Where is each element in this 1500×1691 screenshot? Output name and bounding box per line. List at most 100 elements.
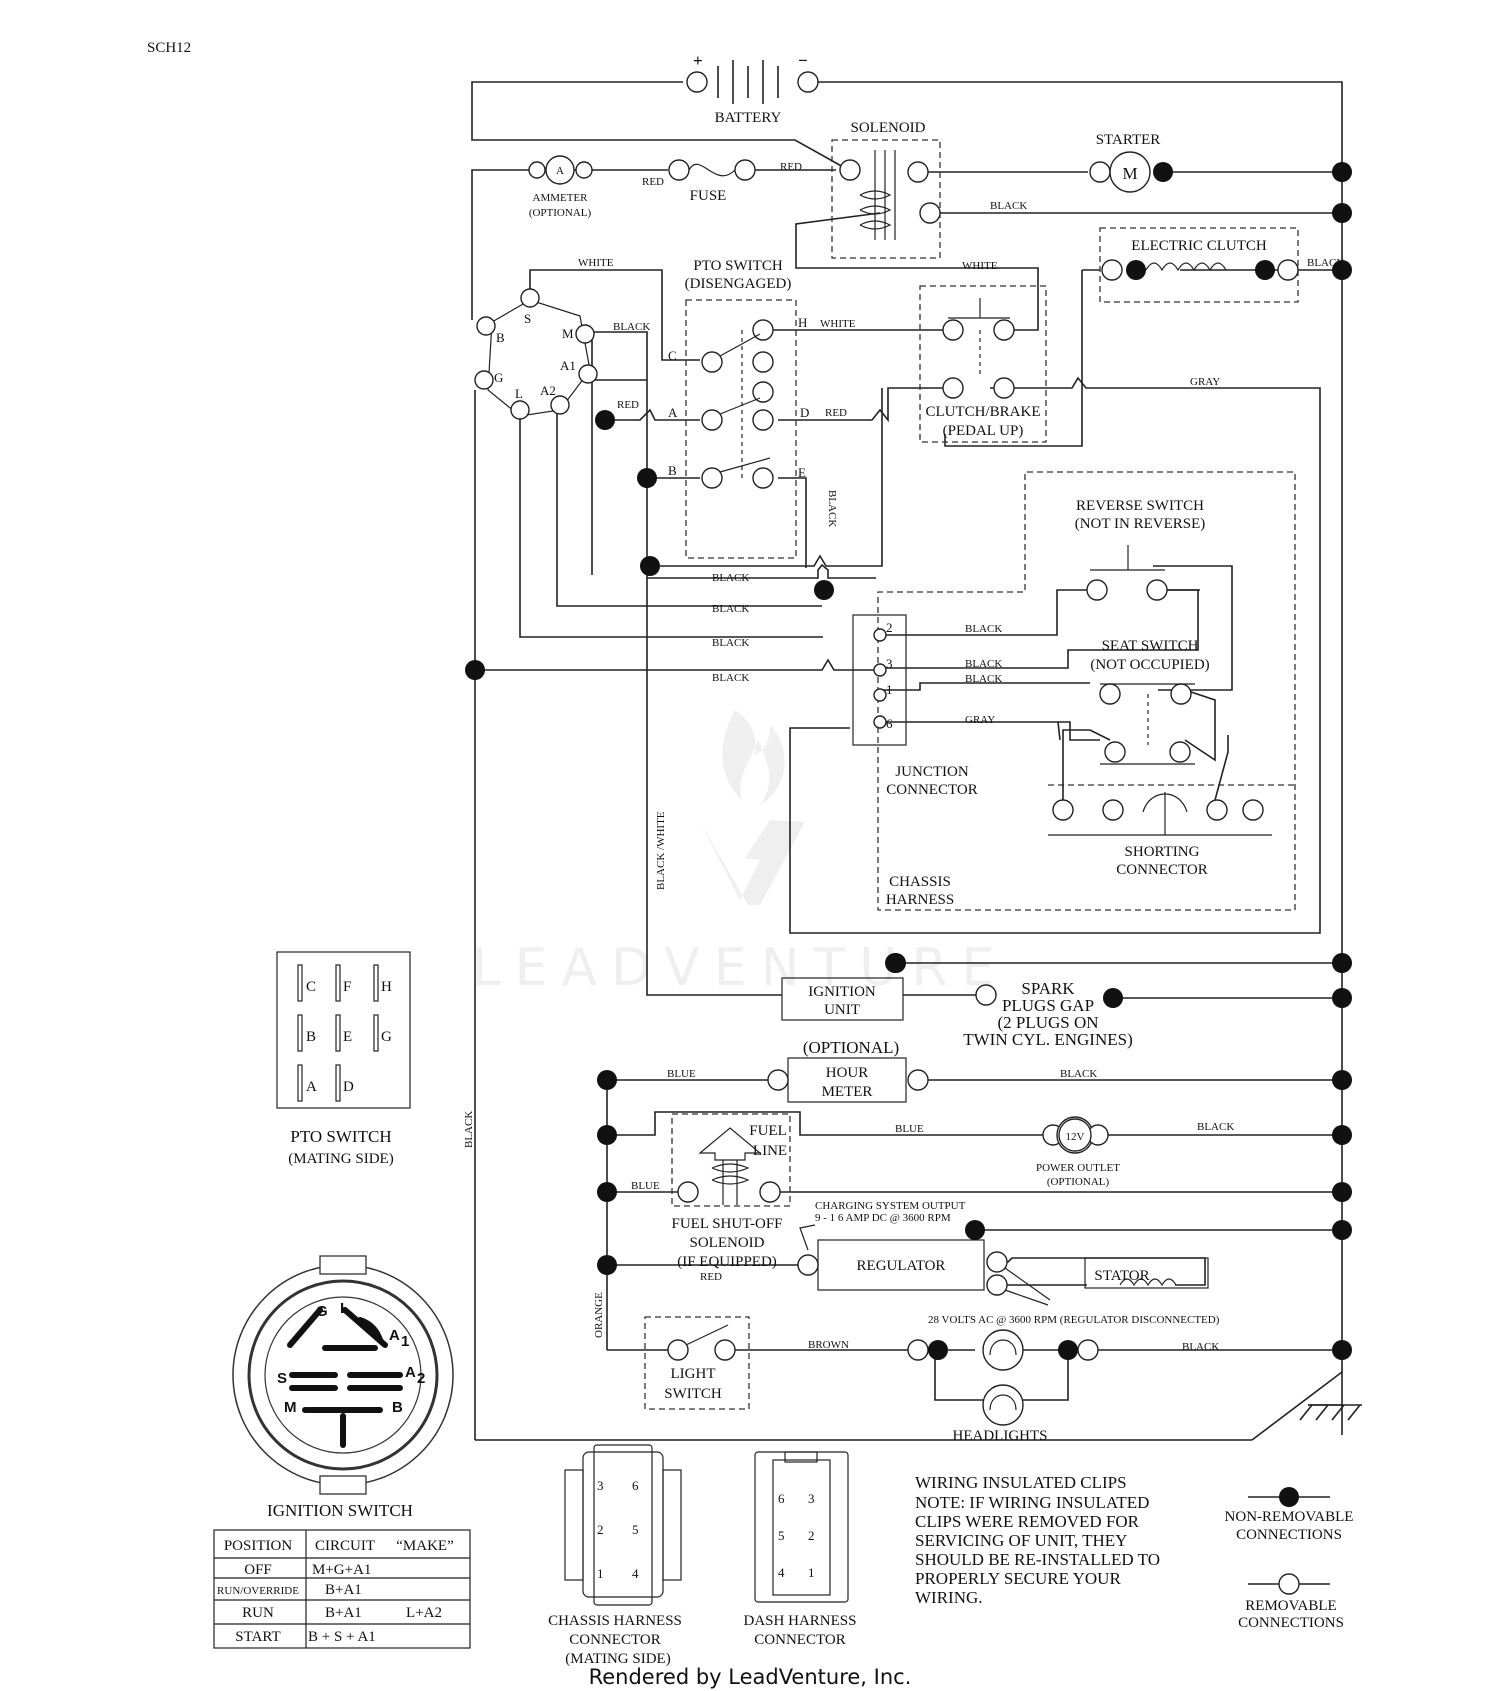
junction-label-2: CONNECTOR [886, 782, 977, 798]
svg-text:E: E [343, 1029, 352, 1045]
light-switch-label-2: SWITCH [664, 1386, 722, 1402]
fuel-shutoff-label-1: FUEL SHUT-OFF [672, 1216, 783, 1232]
wire-labels: RED RED BLACK BLACK WHITE WHITE WHITE BL… [463, 161, 1344, 1353]
svg-text:BLACK: BLACK [463, 1111, 475, 1148]
shorting-label-1: SHORTING [1125, 844, 1200, 860]
svg-text:PROPERLY SECURE YOUR: PROPERLY SECURE YOUR [915, 1569, 1121, 1588]
svg-text:BLACK: BLACK [712, 637, 749, 649]
power-outlet-symbol: 12V [1066, 1131, 1085, 1143]
svg-text:CONNECTIONS: CONNECTIONS [1236, 1527, 1342, 1543]
svg-text:BLACK /WHITE: BLACK /WHITE [655, 811, 667, 890]
junction-connector: 2 3 1 6 JUNCTION CONNECTOR [852, 614, 978, 798]
svg-text:RUN/OVERRIDE: RUN/OVERRIDE [217, 1585, 299, 1597]
svg-text:BLACK: BLACK [826, 490, 838, 527]
svg-text:BLACK: BLACK [965, 658, 1002, 670]
svg-text:B+A1: B+A1 [325, 1605, 362, 1621]
ign-terminal-B: B [496, 330, 505, 345]
charging-output-label: CHARGING SYSTEM OUTPUT [815, 1200, 966, 1212]
ign-terminal-S: S [524, 311, 531, 326]
ign-face-A1: A [389, 1327, 400, 1344]
light-switch: LIGHT SWITCH [644, 1316, 750, 1410]
ignition-switch-terminals: S B G M A1 A2 L [474, 288, 598, 420]
reverse-switch-state: (NOT IN REVERSE) [1075, 516, 1206, 532]
svg-text:“MAKE”: “MAKE” [396, 1538, 453, 1554]
seat-switch-label: SEAT SWITCH [1102, 638, 1199, 654]
spark-label-1: SPARK [1021, 979, 1075, 998]
chassis-label-2: HARNESS [886, 892, 954, 908]
svg-text:BLUE: BLUE [631, 1180, 660, 1192]
svg-text:2: 2 [808, 1528, 815, 1543]
svg-text:BLUE: BLUE [895, 1123, 924, 1135]
headlights: HEADLIGHTS [907, 1329, 1099, 1444]
svg-text:BLACK: BLACK [1182, 1341, 1219, 1353]
pto-terminal-C: C [668, 348, 677, 363]
ignition-unit-label-1: IGNITION [808, 984, 876, 1000]
starter-motor: M STARTER [1089, 132, 1173, 193]
clutch-brake-state: (PEDAL UP) [943, 423, 1024, 439]
svg-text:1: 1 [808, 1565, 815, 1580]
clutch-brake-label: CLUTCH/BRAKE [925, 404, 1040, 420]
svg-text:2: 2 [417, 1370, 425, 1387]
spark-label-4: TWIN CYL. ENGINES) [963, 1030, 1133, 1049]
svg-text:3: 3 [808, 1491, 815, 1506]
fuse: FUSE [668, 159, 756, 204]
pto-terminal-D: D [800, 405, 809, 420]
svg-text:GRAY: GRAY [965, 714, 995, 726]
wiring-clips-note: WIRING INSULATED CLIPS NOTE: IF WIRING I… [915, 1473, 1160, 1607]
seat-switch: SEAT SWITCH (NOT OCCUPIED) [1090, 638, 1210, 765]
svg-text:1: 1 [597, 1566, 604, 1581]
solenoid: SOLENOID [831, 120, 941, 259]
ignition-unit-label-2: UNIT [824, 1002, 860, 1018]
svg-text:WIRING INSULATED CLIPS: WIRING INSULATED CLIPS [915, 1473, 1127, 1492]
svg-text:CIRCUIT: CIRCUIT [315, 1538, 375, 1554]
pto-mating-pins: C F H B E G A D [297, 964, 392, 1102]
svg-text:OFF: OFF [244, 1562, 272, 1578]
solenoid-label: SOLENOID [851, 120, 926, 136]
electric-clutch-label: ELECTRIC CLUTCH [1131, 238, 1267, 254]
svg-text:RED: RED [617, 399, 639, 411]
svg-text:REMOVABLE: REMOVABLE [1245, 1598, 1336, 1614]
hour-meter-label-1: HOUR [826, 1065, 869, 1081]
svg-text:ORANGE: ORANGE [593, 1292, 605, 1338]
ign-face-M: M [284, 1399, 297, 1416]
electric-clutch: ELECTRIC CLUTCH [1082, 227, 1299, 303]
pto-switch: PTO SWITCH (DISENGAGED) C A B H D E [668, 258, 950, 559]
pto-switch-label: PTO SWITCH [693, 258, 782, 274]
main-wiring [470, 81, 1362, 1441]
pto-mating-title: PTO SWITCH [290, 1127, 391, 1146]
pto-switch-state: (DISENGAGED) [685, 276, 792, 292]
power-outlet-optional: (OPTIONAL) [1047, 1176, 1110, 1188]
ign-terminal-A2: A2 [540, 383, 556, 398]
svg-text:BROWN: BROWN [808, 1339, 849, 1351]
junction-pin-3: 3 [886, 656, 893, 671]
doc-id: SCH12 [147, 40, 191, 56]
svg-text:4: 4 [778, 1565, 785, 1580]
pto-mating-subtitle: (MATING SIDE) [288, 1151, 393, 1167]
svg-text:6: 6 [632, 1478, 639, 1493]
svg-text:B+A1: B+A1 [325, 1582, 362, 1598]
svg-text:RUN: RUN [242, 1605, 274, 1621]
svg-text:DASH HARNESS: DASH HARNESS [744, 1613, 857, 1629]
svg-text:NON-REMOVABLE: NON-REMOVABLE [1225, 1509, 1354, 1525]
watermark-text: LEADVENTURE [472, 938, 1009, 998]
ign-terminal-A1: A1 [560, 358, 576, 373]
reverse-switch: REVERSE SWITCH (NOT IN REVERSE) [1075, 498, 1206, 601]
svg-text:BLACK: BLACK [613, 321, 650, 333]
svg-text:SERVICING OF UNIT, THEY: SERVICING OF UNIT, THEY [915, 1531, 1127, 1550]
ign-face-S: S [277, 1370, 287, 1387]
ign-face-B: B [392, 1399, 403, 1416]
power-outlet-label: POWER OUTLET [1036, 1162, 1120, 1174]
svg-text:RED: RED [825, 407, 847, 419]
clutch-brake-switch: CLUTCH/BRAKE (PEDAL UP) [919, 285, 1047, 443]
svg-text:WHITE: WHITE [578, 257, 614, 269]
svg-text:BLACK: BLACK [990, 200, 1027, 212]
svg-text:RED: RED [780, 161, 802, 173]
regulator-label: REGULATOR [857, 1258, 946, 1274]
connection-legend: NON-REMOVABLE CONNECTIONS REMOVABLE CONN… [1225, 1487, 1354, 1631]
starter-symbol: M [1122, 164, 1137, 183]
svg-text:5: 5 [778, 1528, 785, 1543]
dash-harness-connector: 6 3 5 2 4 1 DASH HARNESS CONNECTOR [744, 1451, 857, 1648]
ign-face-L: L [340, 1300, 349, 1317]
